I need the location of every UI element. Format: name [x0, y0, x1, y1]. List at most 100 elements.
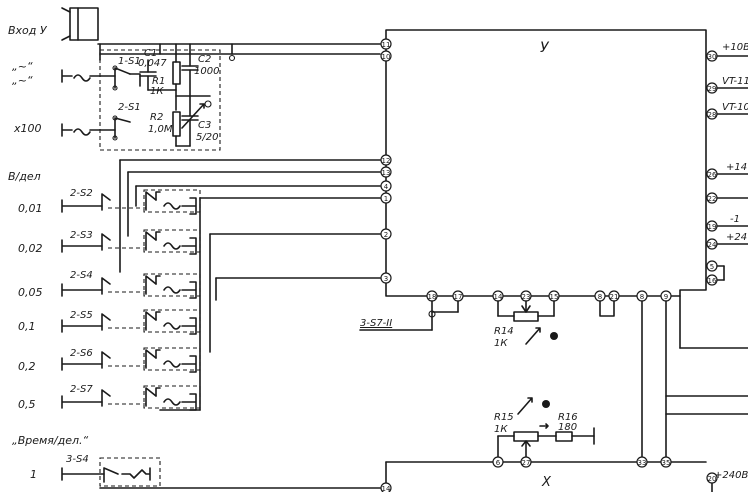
pin-6-label: 6 — [496, 459, 501, 467]
pin-11 — [380, 38, 392, 50]
pin-26-label: 26 — [708, 171, 717, 179]
pin-13 — [380, 166, 392, 178]
switch-row — [61, 309, 201, 335]
label-2-s7: 2-S7 — [70, 384, 93, 395]
pin-9-label: 9 — [664, 293, 668, 301]
time-div-value: 1 — [30, 468, 37, 481]
range-label-3: 0,1 — [18, 320, 36, 333]
label-mode-dc: „~“ — [12, 74, 33, 87]
label-c2: C2 — [198, 54, 211, 65]
right-label-7: +240В — [714, 470, 748, 481]
range-label-2: 0,05 — [18, 286, 43, 299]
switch-row — [61, 347, 201, 373]
pin-12-label: 12 — [382, 157, 391, 165]
right-leads — [716, 55, 748, 281]
pin-8b-label: 8 — [640, 293, 644, 301]
pin-20 — [706, 472, 718, 484]
label-r2-value: 1,0М — [148, 124, 173, 135]
switch-labels: 2-S2 2-S3 2-S4 2-S5 2-S6 2-S7 — [70, 188, 93, 395]
block-y-title: У — [540, 40, 550, 56]
pin-11-label: 11 — [382, 41, 391, 49]
pin-4 — [380, 180, 392, 192]
right-label-2: VT-11 — [722, 76, 748, 87]
pin-1-label: 1 — [384, 195, 388, 203]
pin-3 — [380, 272, 392, 284]
label-r14-value: 1К — [494, 338, 508, 349]
pin-22-label: 22 — [708, 195, 717, 203]
label-r16-value: 180 — [558, 422, 577, 433]
right-label-3: VT-10 — [722, 102, 748, 113]
pin-5-label: 5 — [710, 263, 714, 271]
pin-4-label: 4 — [384, 183, 389, 191]
pin-15-label: 15 — [550, 293, 559, 301]
right-label-5: -1 — [730, 214, 740, 225]
range-label-1: 0,02 — [18, 242, 43, 255]
pin-24-label: 24 — [708, 241, 717, 249]
label-r1: R1 — [152, 76, 165, 87]
label-r2: R2 — [150, 112, 163, 123]
label-3-s4: 3-S4 — [66, 454, 89, 465]
label-c3-value: 5/20 — [196, 132, 218, 143]
label-r1-value: 1К — [150, 86, 164, 97]
pin-18-label: 18 — [428, 293, 437, 301]
pin-12 — [380, 154, 392, 166]
time-div-label: „Время/дел.“ — [12, 434, 89, 447]
pin-1 — [380, 192, 392, 204]
amplifier-block-y — [385, 29, 707, 297]
label-2-s6: 2-S6 — [70, 348, 93, 359]
attenuator-bus — [119, 159, 381, 411]
label-3-s7-ii: 3-S7-II — [360, 318, 392, 329]
label-2-s1: 2-S1 — [118, 102, 141, 113]
pin-14b — [380, 482, 392, 492]
label-c1: C1 — [144, 48, 157, 59]
label-r16: R16 — [558, 412, 578, 423]
label-mode-ac: „~“ — [12, 60, 33, 73]
block-x-title: Х — [541, 475, 552, 490]
right-pins: 30 29 28 26 22 19 24 5 16 — [706, 50, 718, 286]
pin-6 — [492, 456, 504, 468]
switch-row — [61, 189, 201, 215]
switch-rows — [61, 189, 201, 411]
pin-23-label: 23 — [522, 293, 531, 301]
range-label-0: 0,01 — [18, 202, 43, 215]
switch-row — [61, 229, 201, 255]
label-r15-value: 1К — [494, 424, 508, 435]
lower-circuit — [359, 295, 748, 463]
volts-div-label: В/дел — [8, 170, 41, 183]
input-y-label: Вход У — [8, 24, 48, 37]
pin-21-label: 21 — [610, 293, 619, 301]
input-coupling-section — [97, 43, 381, 151]
pin-14a-label: 14 — [494, 293, 503, 301]
pin-35 — [660, 456, 672, 468]
right-label-6: +24 — [726, 232, 747, 243]
pin-13-label: 13 — [382, 169, 391, 177]
pin-19-label: 19 — [708, 223, 717, 231]
pin-29-label: 29 — [708, 85, 717, 93]
pin-2-label: 2 — [384, 231, 388, 239]
pin-30-label: 30 — [708, 53, 717, 61]
x-section — [385, 397, 713, 492]
label-c1-value: 0,047 — [138, 58, 167, 69]
switch-row — [61, 273, 201, 299]
label-c3: C3 — [198, 120, 211, 131]
switch-row — [61, 385, 201, 411]
label-x100: x100 — [13, 122, 42, 135]
range-label-5: 0,5 — [18, 398, 36, 411]
pin-10-label: 10 — [382, 53, 391, 61]
pin-28-label: 28 — [708, 111, 717, 119]
pin-8-label: 8 — [598, 293, 602, 301]
pin-3-label: 3 — [384, 275, 388, 283]
label-1-s1: 1-S1 — [118, 56, 141, 67]
ground-tilde-icons — [61, 69, 116, 137]
label-2-s2: 2-S2 — [70, 188, 93, 199]
right-label-4: +14 — [726, 162, 747, 173]
pin-33 — [636, 456, 648, 468]
pin-27-label: 27 — [522, 459, 531, 467]
pin-35-label: 35 — [662, 459, 671, 467]
pin-27 — [520, 456, 532, 468]
pin-20-label: 20 — [708, 475, 717, 483]
pin-17-label: 17 — [454, 293, 463, 301]
label-2-s4: 2-S4 — [70, 270, 93, 281]
label-r15: R15 — [494, 412, 514, 423]
